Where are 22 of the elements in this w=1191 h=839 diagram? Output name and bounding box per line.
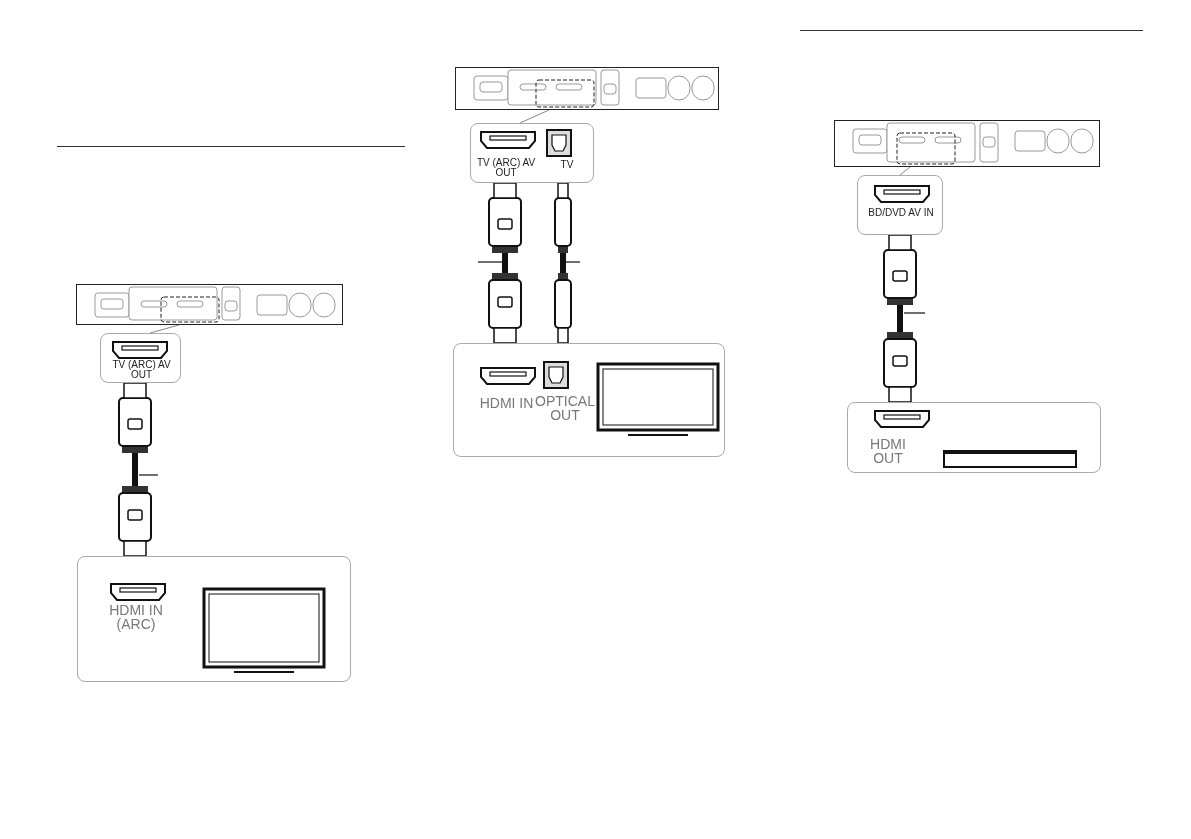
port-label: OPTICAL OUT	[534, 394, 596, 422]
cable	[883, 234, 917, 403]
port-label: HDMI OUT	[869, 437, 907, 465]
callout-line	[899, 166, 911, 176]
callout-line	[149, 324, 180, 334]
callout-box	[100, 333, 181, 383]
port-label: HDMI IN (ARC)	[108, 603, 164, 631]
device-panel	[453, 343, 725, 457]
port-label: TV (ARC) AV OUT	[111, 360, 172, 380]
device-panel	[847, 402, 1101, 473]
cable	[554, 182, 572, 344]
port-label: BD/DVD AV IN	[867, 208, 935, 218]
callout-box	[470, 123, 594, 183]
callout-box	[857, 175, 943, 235]
port-label: TV	[559, 160, 575, 170]
cable	[488, 182, 522, 344]
rear-panel	[455, 67, 719, 110]
cable	[118, 382, 152, 557]
rear-panel	[76, 284, 343, 325]
device-panel	[77, 556, 351, 682]
port-label: TV (ARC) AV OUT	[475, 158, 537, 178]
rear-panel	[834, 120, 1100, 167]
